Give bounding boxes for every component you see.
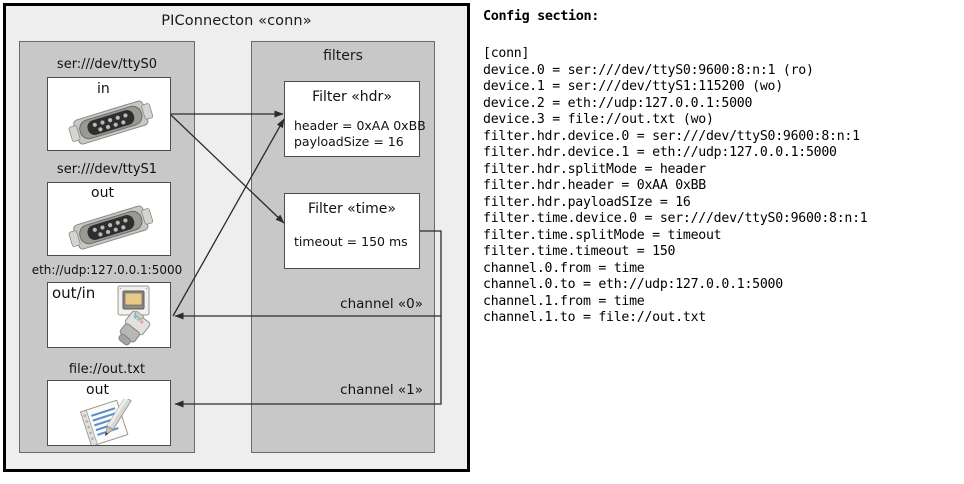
device-label-eth: eth://udp:127.0.0.1:5000 xyxy=(31,263,183,277)
channel-label-1: channel «1» xyxy=(340,382,423,398)
device-direction-ttyS0: in xyxy=(97,81,110,97)
device-card-file[interactable] xyxy=(47,380,171,446)
filter-card-hdr[interactable]: Filter «hdr» header = 0xAA 0xBB payloadS… xyxy=(284,81,426,157)
filter-prop-payload-size: payloadSize = 16 xyxy=(294,134,404,149)
filter-card-time[interactable]: Filter «time» timeout = 150 ms xyxy=(284,193,420,269)
device-direction-ttyS1: out xyxy=(91,185,114,201)
diagram-title: PIConnecton «conn» xyxy=(161,13,312,29)
channel-label-0: channel «0» xyxy=(340,296,423,312)
config-lines: [conn] device.0 = ser:///dev/ttyS0:9600:… xyxy=(483,46,868,325)
device-direction-eth: out/in xyxy=(52,284,96,302)
filter-prop-header: header = 0xAA 0xBB xyxy=(294,118,426,133)
filter-prop-timeout: timeout = 150 ms xyxy=(294,234,408,249)
device-label-file: file://out.txt xyxy=(68,362,146,377)
device-label-ttyS0: ser:///dev/ttyS0 xyxy=(56,57,158,72)
config-heading: Config section: xyxy=(483,8,599,24)
filter-title-hdr: Filter «hdr» xyxy=(312,89,392,105)
device-label-ttyS1: ser:///dev/ttyS1 xyxy=(56,162,158,177)
device-direction-file: out xyxy=(86,382,109,398)
filters-panel-title: filters xyxy=(323,48,363,64)
filter-title-time: Filter «time» xyxy=(308,201,396,217)
config-section: Config section: [conn] device.0 = ser://… xyxy=(482,0,964,484)
connection-diagram: PIConnecton «conn» ser:///dev/ttyS0 in xyxy=(3,3,470,472)
